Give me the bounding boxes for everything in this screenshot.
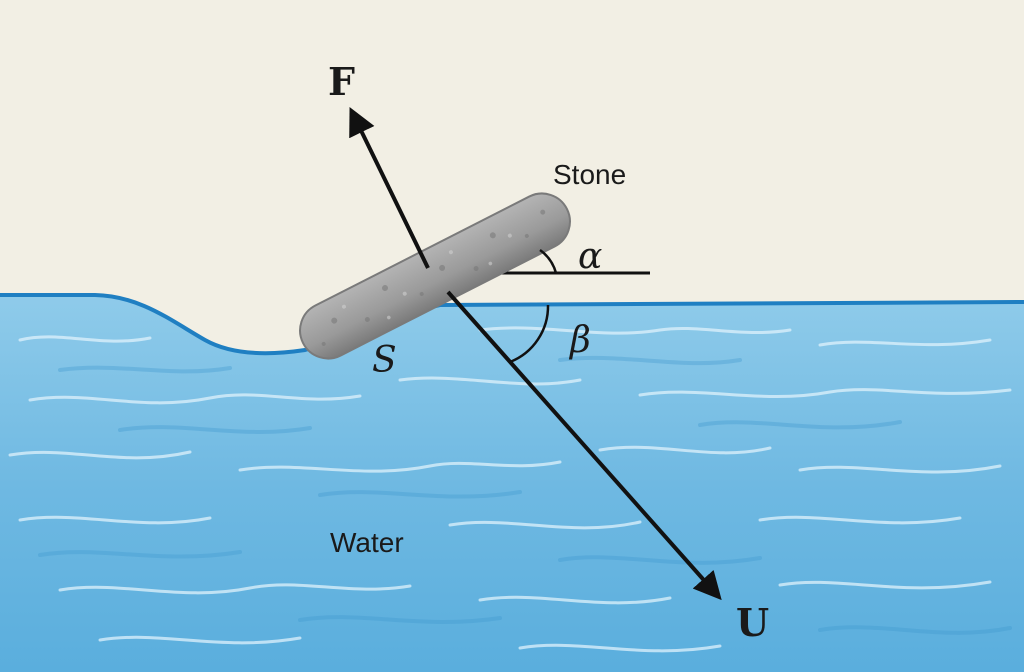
alpha-angle-arc [539, 248, 558, 274]
beta-angle-arc [509, 304, 550, 364]
beta-label: β [568, 320, 591, 361]
water-label: Water [330, 527, 404, 558]
stone-shape [299, 192, 571, 360]
velocity-label: U [736, 600, 769, 645]
arrow-up-left-icon [349, 106, 430, 269]
water-shadows [38, 355, 1012, 635]
surface-label: S [372, 340, 397, 381]
stone-label: Stone [553, 159, 626, 190]
water-ripples [8, 326, 1012, 653]
arrow-down-right-icon [446, 290, 722, 601]
alpha-label: α [578, 236, 602, 277]
force-label: F [328, 59, 355, 104]
water-body [0, 295, 1024, 672]
